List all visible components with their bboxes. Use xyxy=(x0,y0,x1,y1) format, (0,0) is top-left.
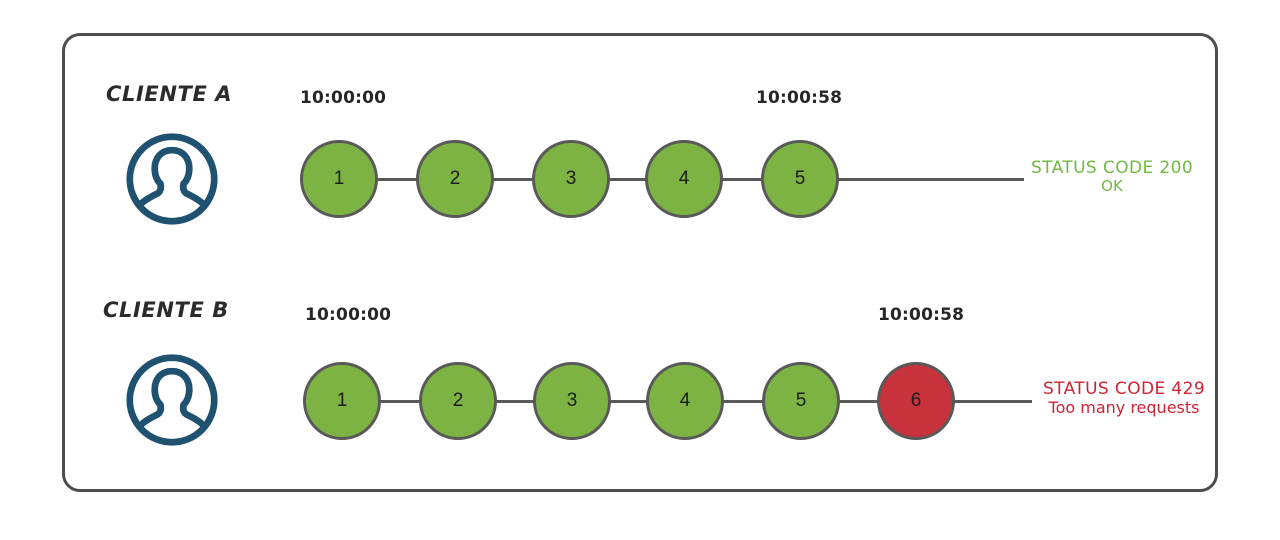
request-node-label: 1 xyxy=(333,168,345,189)
request-node-label: 6 xyxy=(910,390,922,411)
response-connector-line-b xyxy=(916,400,1032,403)
client-b-label: CLIENTE B xyxy=(103,298,229,322)
status-code-b: STATUS CODE 429 xyxy=(1042,379,1206,399)
request-node-a-2[interactable]: 2 xyxy=(416,140,494,218)
status-badge-b: STATUS CODE 429 Too many requests xyxy=(1026,379,1222,418)
request-node-b-2[interactable]: 2 xyxy=(419,362,497,440)
request-node-b-4[interactable]: 4 xyxy=(646,362,724,440)
status-badge-a: STATUS CODE 200 OK xyxy=(1026,158,1198,196)
request-node-a-4[interactable]: 4 xyxy=(645,140,723,218)
client-a-label: CLIENTE A xyxy=(106,82,233,106)
request-node-a-3[interactable]: 3 xyxy=(532,140,610,218)
request-node-label: 1 xyxy=(336,390,348,411)
request-node-label: 4 xyxy=(679,390,691,411)
request-node-label: 3 xyxy=(566,390,578,411)
status-code-a: STATUS CODE 200 xyxy=(1030,158,1194,178)
request-node-b-6[interactable]: 6 xyxy=(877,362,955,440)
timestamp-end-a: 10:00:58 xyxy=(756,88,843,108)
request-node-b-1[interactable]: 1 xyxy=(303,362,381,440)
user-avatar-icon xyxy=(124,352,220,448)
user-avatar-icon xyxy=(124,131,220,227)
request-node-b-3[interactable]: 3 xyxy=(533,362,611,440)
request-connector-line-b xyxy=(335,400,920,403)
status-message-b: Too many requests xyxy=(1048,398,1200,418)
diagram-frame xyxy=(62,33,1218,492)
timestamp-start-b: 10:00:00 xyxy=(305,305,392,325)
request-node-label: 5 xyxy=(794,168,806,189)
request-node-b-5[interactable]: 5 xyxy=(762,362,840,440)
request-node-label: 2 xyxy=(452,390,464,411)
timestamp-end-b: 10:00:58 xyxy=(878,305,965,325)
request-node-label: 4 xyxy=(678,168,690,189)
request-node-label: 3 xyxy=(565,168,577,189)
request-node-label: 2 xyxy=(449,168,461,189)
request-node-a-5[interactable]: 5 xyxy=(761,140,839,218)
response-connector-line-a xyxy=(800,178,1024,181)
request-node-label: 5 xyxy=(795,390,807,411)
request-node-a-1[interactable]: 1 xyxy=(300,140,378,218)
status-message-a: OK xyxy=(1101,177,1123,196)
timestamp-start-a: 10:00:00 xyxy=(300,88,387,108)
